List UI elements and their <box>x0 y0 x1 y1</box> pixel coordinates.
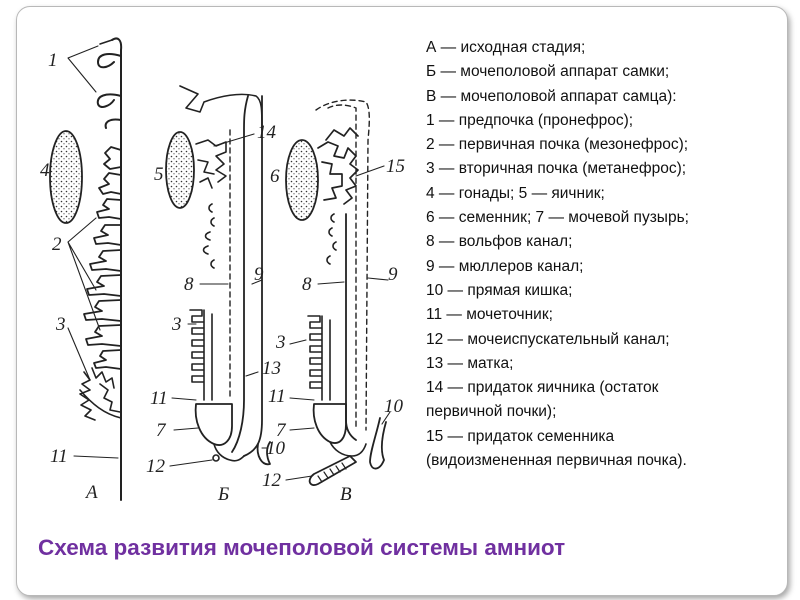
testis <box>285 139 319 221</box>
epoophoron <box>195 139 227 189</box>
label-a-1: 1 <box>48 50 58 71</box>
panel-b-female: 14 5 8 9 3 13 11 7 10 12 Б <box>146 85 286 505</box>
legend-line: 15 — придаток семенника <box>426 427 615 445</box>
label-a-stage: А <box>84 482 98 503</box>
legend-line: Б — мочеполовой аппарат самки; <box>426 63 670 81</box>
slide-frame <box>16 6 788 596</box>
legend-line: 6 — семенник; 7 — мочевой пузырь; <box>426 209 689 227</box>
label-v-8: 8 <box>302 274 312 295</box>
label-a-4: 4 <box>40 160 50 181</box>
pronephros-tubules <box>96 53 122 129</box>
slide-title: Схема развития мочеполовой системы амнио… <box>38 535 566 560</box>
label-v-10: 10 <box>384 396 404 417</box>
label-v-11: 11 <box>268 386 286 407</box>
legend-line: 2 — первичная почка (мезонефрос); <box>426 136 689 154</box>
ovary <box>165 131 195 209</box>
rectum <box>369 417 387 470</box>
label-b-10: 10 <box>266 438 286 459</box>
legend-line: А — исходная стадия; <box>426 39 586 56</box>
label-v-12: 12 <box>262 470 282 491</box>
label-a-3: 3 <box>55 314 66 335</box>
label-b-3: 3 <box>171 314 182 335</box>
label-v-15: 15 <box>386 156 405 177</box>
label-b-14: 14 <box>257 122 277 143</box>
legend-line: 8 — вольфов канал; <box>426 233 573 251</box>
label-v-9: 9 <box>388 264 398 285</box>
metanephros <box>307 315 331 401</box>
legend-line: 11 — мочеточник; <box>426 306 553 324</box>
legend-line: 1 — предпочка (пронефрос); <box>426 111 634 129</box>
mullerian-duct <box>231 95 263 457</box>
gonad <box>49 130 83 224</box>
label-b-12: 12 <box>146 456 166 477</box>
bladder <box>194 403 233 446</box>
epididymis <box>317 127 359 205</box>
panel-v-male: 15 6 8 9 3 11 7 10 12 В <box>262 99 405 505</box>
label-b-11: 11 <box>150 388 168 409</box>
legend-line: 4 — гонады; 5 — яичник; <box>426 184 605 202</box>
legend-line: 3 — вторичная почка (метанефрос); <box>426 160 687 178</box>
label-v-3: 3 <box>275 332 286 353</box>
bladder <box>312 403 347 444</box>
label-b-5: 5 <box>154 164 164 185</box>
label-a-2: 2 <box>52 234 62 255</box>
label-v-7: 7 <box>276 420 287 441</box>
legend-line: 12 — мочеиспускательный канал; <box>426 330 670 348</box>
label-b-7: 7 <box>156 420 167 441</box>
legend-line: 9 — мюллеров канал; <box>426 257 584 275</box>
label-v-stage: В <box>340 484 352 505</box>
legend-line: В — мочеполовой аппарат самца): <box>426 87 677 105</box>
legend: А — исходная стадия; Б — мочеполовой апп… <box>426 36 776 473</box>
mullerian-remnant <box>315 99 371 431</box>
legend-line: (видоизмененная первичная почка). <box>426 452 687 470</box>
label-a-11: 11 <box>50 446 68 467</box>
label-b-13: 13 <box>262 358 281 379</box>
legend-line: 10 — прямая кишка; <box>426 281 573 299</box>
legend-line: 14 — придаток яичника (остаток <box>426 379 659 397</box>
metanephros-bud <box>79 367 122 421</box>
label-b-stage: Б <box>217 484 229 505</box>
penile-urethra <box>308 455 357 486</box>
legend-line: первичной почки); <box>426 403 557 421</box>
mesonephros-tubules <box>83 146 122 370</box>
label-v-6: 6 <box>270 166 280 187</box>
panel-a-initial-stage: 1 4 2 3 11 А <box>40 37 123 503</box>
label-b-9: 9 <box>254 264 264 285</box>
legend-line: 13 — матка; <box>426 354 514 372</box>
vas-deferens <box>345 213 357 441</box>
metanephros <box>189 309 213 401</box>
label-b-8: 8 <box>184 274 194 295</box>
